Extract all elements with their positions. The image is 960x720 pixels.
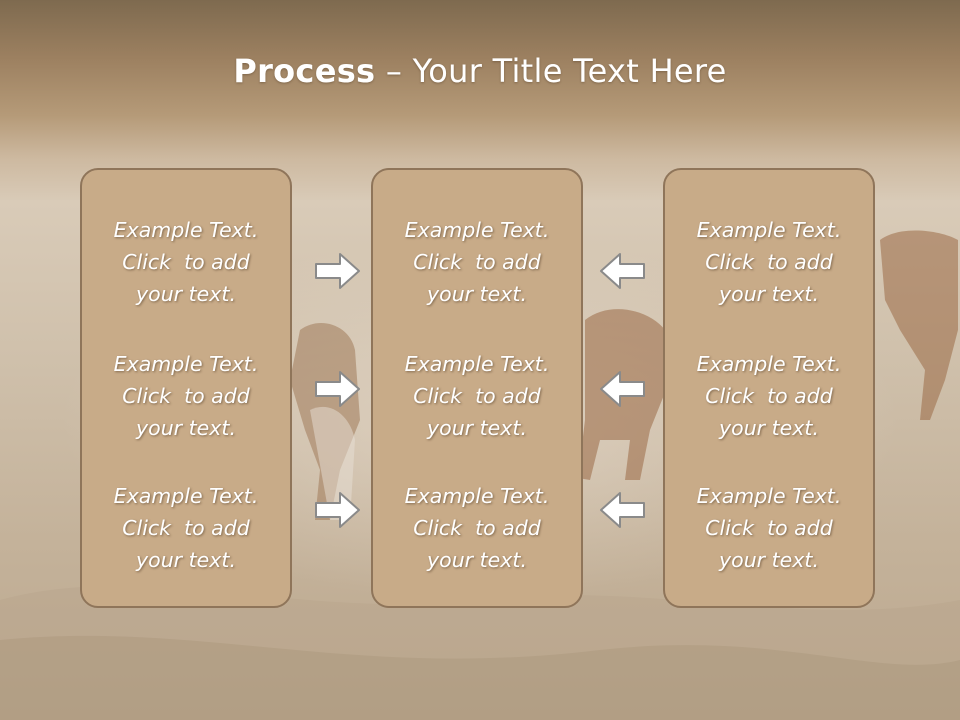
text-line: Example Text. (696, 218, 842, 242)
right-item-3[interactable]: Example Text. Click to add your text. (665, 480, 873, 576)
text-line: Click to add (705, 516, 833, 540)
arrow-right-icon (315, 371, 360, 407)
text-line: Example Text. (113, 352, 259, 376)
text-line: Example Text. (404, 352, 550, 376)
text-line: Example Text. (404, 484, 550, 508)
text-line: Click to add (413, 516, 541, 540)
right-item-1[interactable]: Example Text. Click to add your text. (665, 214, 873, 310)
left-item-3[interactable]: Example Text. Click to add your text. (82, 480, 290, 576)
arrow-left-icon (600, 371, 645, 407)
text-line: Example Text. (113, 218, 259, 242)
text-line: your text. (136, 548, 236, 572)
center-item-3[interactable]: Example Text. Click to add your text. (373, 480, 581, 576)
left-text-box[interactable]: Example Text. Click to add your text. Ex… (80, 168, 292, 608)
text-line: Click to add (122, 516, 250, 540)
right-item-2[interactable]: Example Text. Click to add your text. (665, 348, 873, 444)
text-line: Click to add (413, 384, 541, 408)
title-rest: – Your Title Text Here (375, 52, 727, 90)
center-item-1[interactable]: Example Text. Click to add your text. (373, 214, 581, 310)
text-line: your text. (136, 282, 236, 306)
title-bold: Process (233, 52, 376, 90)
text-line: your text. (719, 282, 819, 306)
text-line: Click to add (122, 384, 250, 408)
arrow-right-icon (315, 253, 360, 289)
left-item-2[interactable]: Example Text. Click to add your text. (82, 348, 290, 444)
text-line: your text. (427, 548, 527, 572)
text-line: your text. (427, 416, 527, 440)
arrow-right-icon (315, 492, 360, 528)
text-line: Example Text. (113, 484, 259, 508)
arrow-left-icon (600, 492, 645, 528)
text-line: Click to add (122, 250, 250, 274)
text-line: Click to add (705, 250, 833, 274)
text-line: Click to add (413, 250, 541, 274)
center-item-2[interactable]: Example Text. Click to add your text. (373, 348, 581, 444)
text-line: Example Text. (696, 484, 842, 508)
text-line: Example Text. (696, 352, 842, 376)
left-item-1[interactable]: Example Text. Click to add your text. (82, 214, 290, 310)
text-line: Example Text. (404, 218, 550, 242)
right-text-box[interactable]: Example Text. Click to add your text. Ex… (663, 168, 875, 608)
text-line: your text. (427, 282, 527, 306)
text-line: your text. (719, 416, 819, 440)
text-line: your text. (719, 548, 819, 572)
text-line: your text. (136, 416, 236, 440)
slide-title[interactable]: Process – Your Title Text Here (0, 52, 960, 90)
text-line: Click to add (705, 384, 833, 408)
arrow-left-icon (600, 253, 645, 289)
center-text-box[interactable]: Example Text. Click to add your text. Ex… (371, 168, 583, 608)
